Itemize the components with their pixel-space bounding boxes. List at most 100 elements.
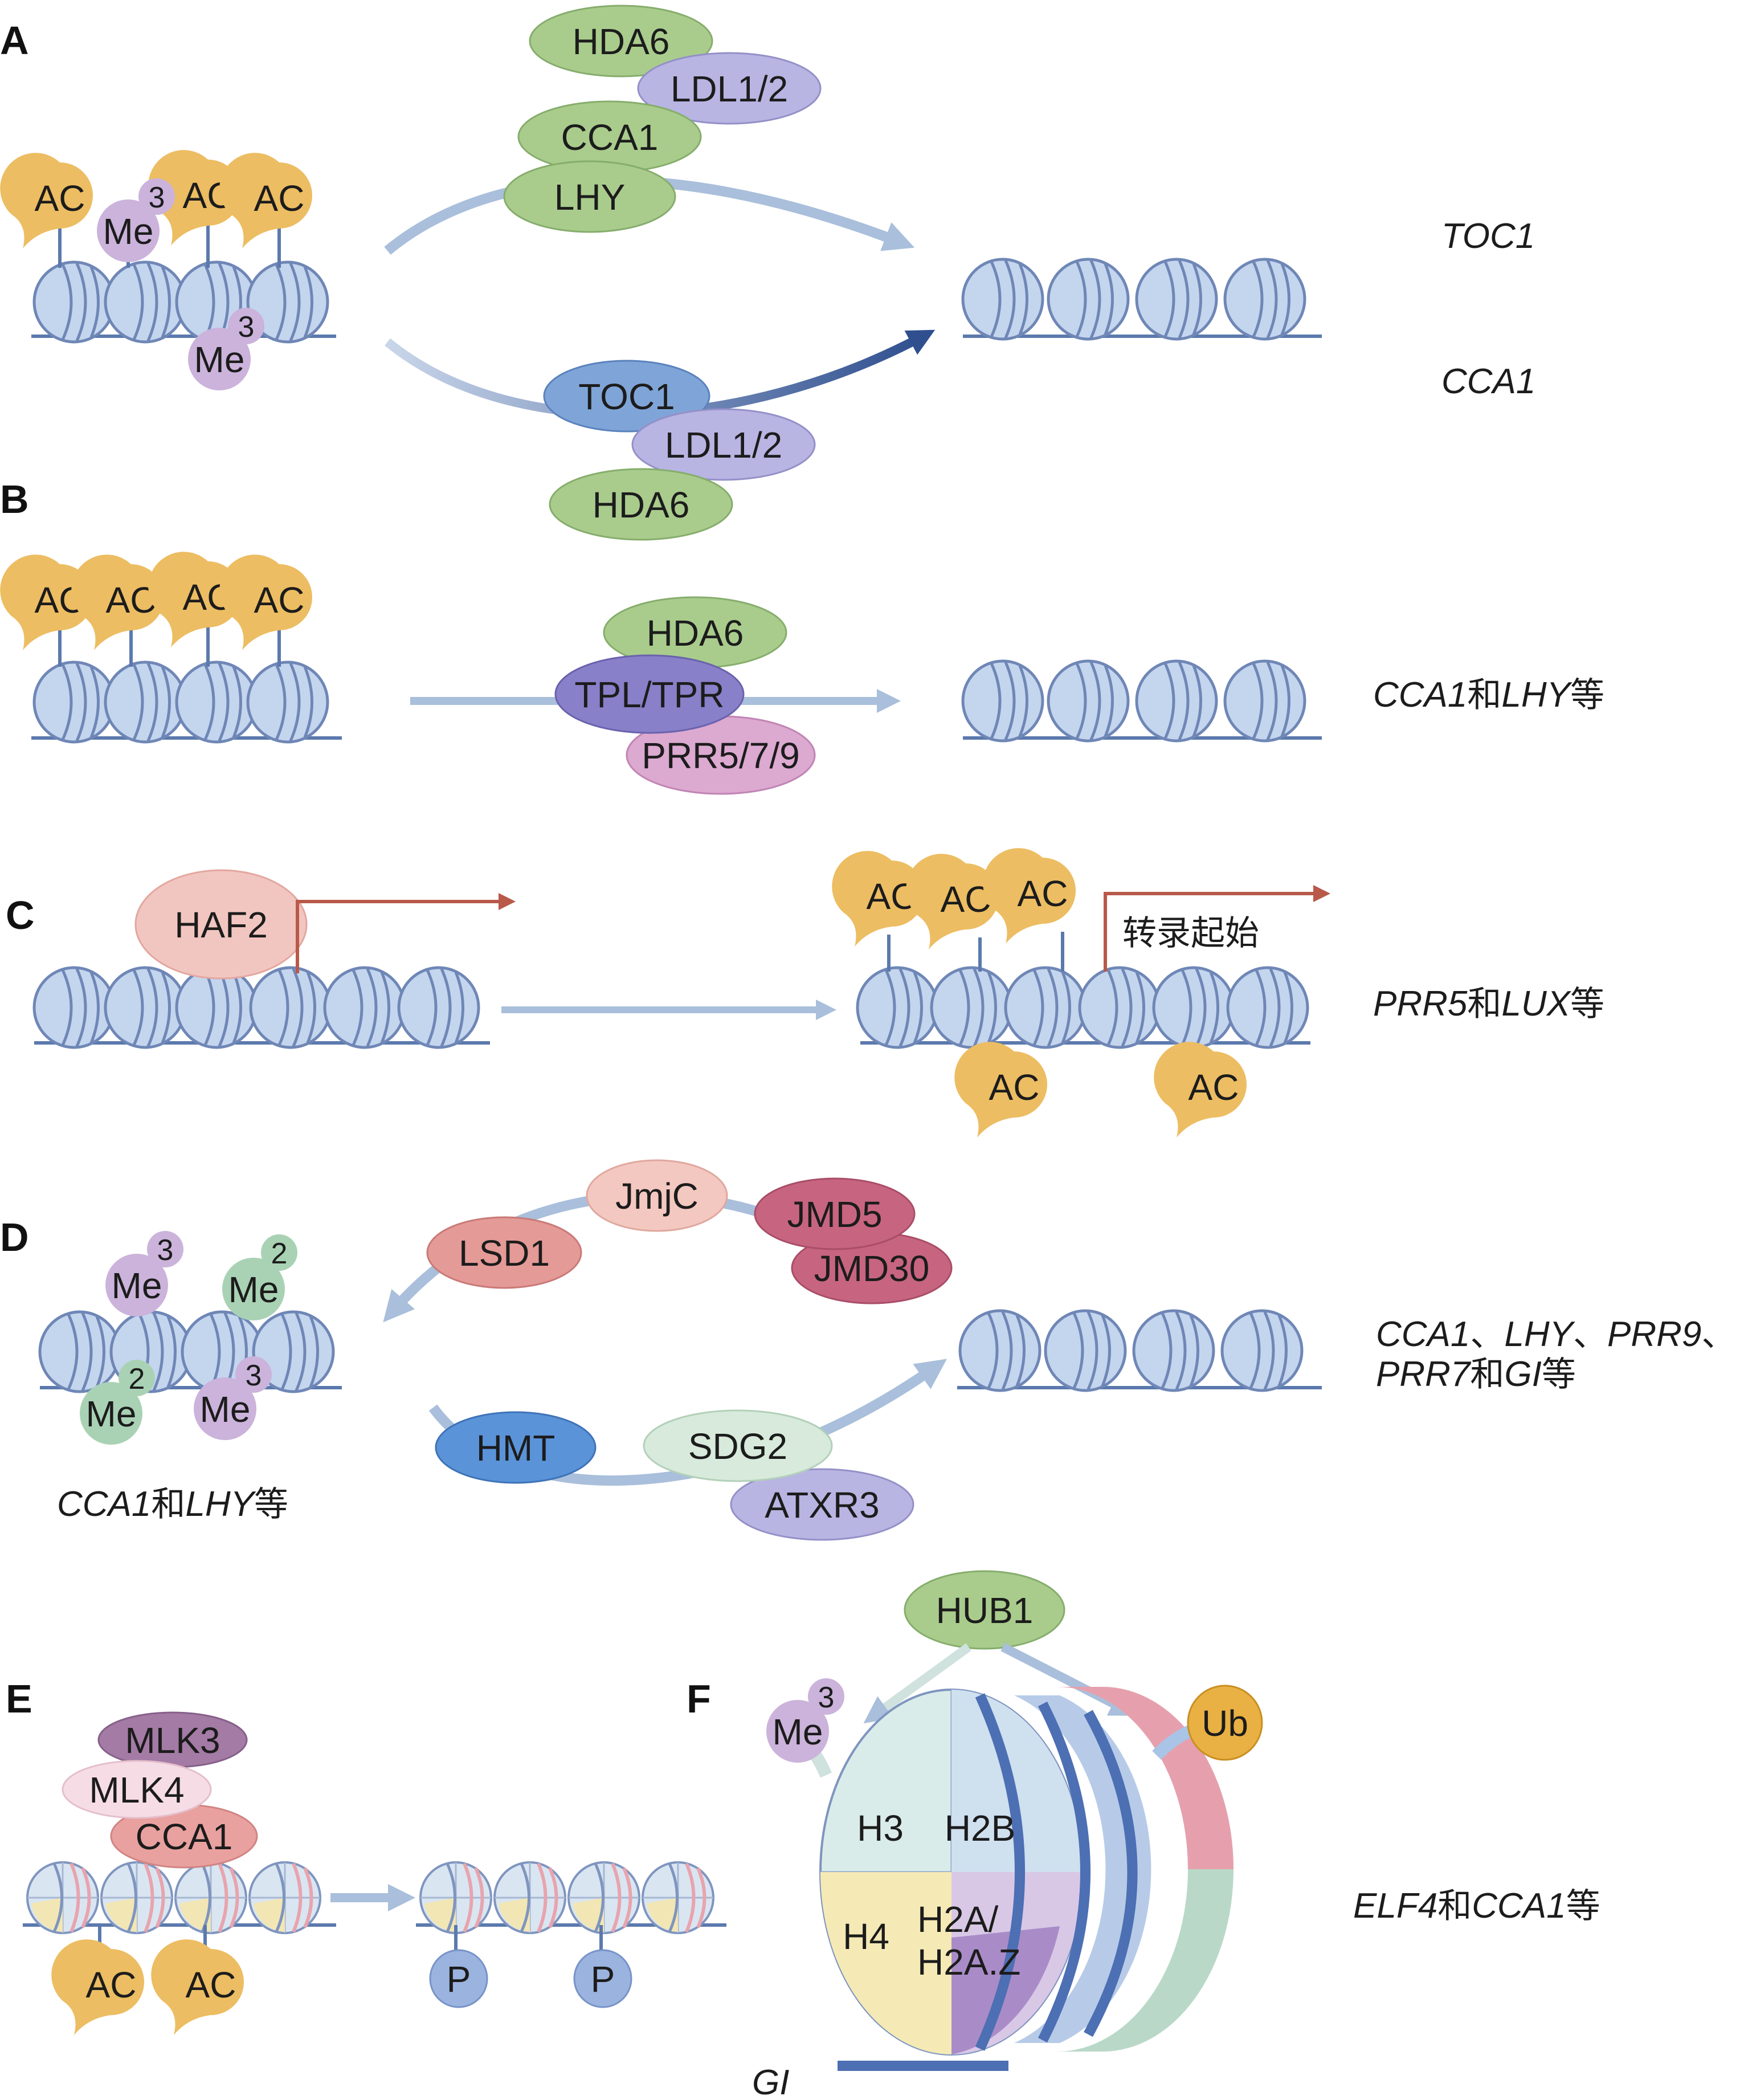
svg-text:MLK3: MLK3 xyxy=(125,1720,220,1761)
nucleosome-array-b-left xyxy=(31,624,342,744)
nucleosome-array-e-right xyxy=(416,1861,726,1952)
svg-text:TPL/TPR: TPL/TPR xyxy=(574,674,724,715)
histone-h2a: H2A/ xyxy=(917,1899,999,1940)
nucleosome-array-d-right xyxy=(957,1309,1322,1392)
svg-text:AC: AC xyxy=(186,1964,236,2005)
protein-hda6: HDA6 xyxy=(529,5,713,78)
protein-jmd5: JMD5 xyxy=(754,1177,916,1250)
svg-text:AC: AC xyxy=(989,1067,1040,1108)
ac-mark: AC xyxy=(219,153,312,248)
gene-cca1: CCA1 xyxy=(1441,362,1535,401)
panel-label-b: B xyxy=(0,477,29,521)
svg-text:AC: AC xyxy=(254,178,305,219)
ac-mark: AC xyxy=(0,153,93,248)
protein-lhy: LHY xyxy=(503,160,676,233)
svg-text:2: 2 xyxy=(271,1237,288,1270)
gene-list-d-line2: PRR7和GI等 xyxy=(1376,1355,1576,1394)
ac-mark: AC xyxy=(219,554,312,650)
gene-gi: GI xyxy=(752,2063,789,2100)
tss-arrow xyxy=(296,893,516,973)
svg-text:3: 3 xyxy=(149,181,165,214)
protein-hmt: HMT xyxy=(435,1411,597,1484)
ac-mark: AC xyxy=(148,552,241,647)
protein-mlk3: MLK3 xyxy=(97,1711,248,1768)
svg-text:Me: Me xyxy=(228,1269,279,1310)
ac-mark: AC xyxy=(151,1939,244,2035)
svg-text:LSD1: LSD1 xyxy=(459,1233,550,1274)
svg-text:P: P xyxy=(447,1959,471,2000)
svg-text:PRR5/7/9: PRR5/7/9 xyxy=(642,735,799,776)
ubiquitin-mark: Ub xyxy=(1187,1685,1263,1761)
ac-mark: AC xyxy=(1154,1042,1247,1137)
me3-mark: Me3 xyxy=(105,1231,183,1316)
me3-mark: Me3 xyxy=(188,308,264,390)
protein-hub1: HUB1 xyxy=(904,1570,1065,1650)
svg-text:TOC1: TOC1 xyxy=(578,376,675,417)
protein-cca1: CCA1 xyxy=(517,100,702,173)
svg-text:3: 3 xyxy=(246,1359,262,1392)
svg-text:Me: Me xyxy=(86,1393,137,1434)
nucleosome-array-b-right xyxy=(961,659,1322,743)
gene-toc1: TOC1 xyxy=(1441,217,1535,256)
svg-text:AC: AC xyxy=(35,178,85,219)
ac-mark: AC xyxy=(983,848,1076,944)
phospho-mark: P xyxy=(573,1949,632,2008)
me2-mark: Me2 xyxy=(80,1360,155,1445)
protein-tpl-tpr: TPL/TPR xyxy=(554,654,745,734)
svg-text:Ub: Ub xyxy=(1202,1703,1248,1744)
svg-text:SDG2: SDG2 xyxy=(688,1426,787,1467)
ac-mark: AC xyxy=(51,1939,144,2035)
panel-label-a: A xyxy=(0,18,29,63)
svg-text:HDA6: HDA6 xyxy=(573,21,670,62)
me3-mark: Me3 xyxy=(194,1356,272,1440)
svg-text:AC: AC xyxy=(1188,1067,1239,1108)
me3-mark: Me3 xyxy=(766,1678,844,1763)
svg-text:LDL1/2: LDL1/2 xyxy=(671,68,788,109)
protein-jmjc: JmjC xyxy=(586,1159,728,1232)
svg-text:LHY: LHY xyxy=(554,177,626,218)
svg-text:HMT: HMT xyxy=(476,1428,556,1469)
svg-text:Me: Me xyxy=(200,1389,251,1430)
me2-mark: Me2 xyxy=(222,1234,297,1320)
svg-text:AC: AC xyxy=(86,1964,137,2005)
svg-text:3: 3 xyxy=(238,311,255,344)
arrow-hub1-me xyxy=(863,1643,971,1724)
gene-elf4-cca1: ELF4和CCA1等 xyxy=(1353,1886,1600,1926)
svg-text:AC: AC xyxy=(106,580,157,621)
svg-text:JMD5: JMD5 xyxy=(787,1194,882,1235)
me3-mark: Me3 xyxy=(97,178,175,262)
svg-text:AC: AC xyxy=(1018,873,1068,914)
histone-h4: H4 xyxy=(843,1916,889,1957)
panel-label-d: D xyxy=(0,1215,29,1259)
protein-prr5-7-9: PRR5/7/9 xyxy=(626,715,816,795)
gene-cca1-lhy: CCA1和LHY等 xyxy=(1373,675,1604,715)
protein-lsd1: LSD1 xyxy=(426,1216,582,1289)
protein-jmd30: JMD30 xyxy=(791,1232,953,1304)
protein-atxr3: ATXR3 xyxy=(730,1468,914,1541)
svg-text:3: 3 xyxy=(157,1234,174,1267)
svg-text:Me: Me xyxy=(773,1711,823,1752)
svg-text:Me: Me xyxy=(112,1265,162,1306)
histone-octamer xyxy=(799,1687,1234,2071)
ac-mark: AC xyxy=(71,554,164,650)
gene-list-d-line1: CCA1、LHY、PRR9、 xyxy=(1376,1315,1735,1354)
protein-sdg2: SDG2 xyxy=(643,1409,833,1482)
svg-text:AC: AC xyxy=(254,580,305,621)
protein-haf2: HAF2 xyxy=(134,869,308,980)
svg-text:2: 2 xyxy=(129,1363,145,1396)
ac-mark: AC xyxy=(906,854,999,949)
svg-text:CCA1: CCA1 xyxy=(561,117,659,158)
svg-text:MLK4: MLK4 xyxy=(89,1769,184,1811)
svg-text:HDA6: HDA6 xyxy=(647,613,744,654)
nucleosome-array-a-left xyxy=(31,222,336,348)
svg-text:P: P xyxy=(591,1959,615,2000)
svg-text:HAF2: HAF2 xyxy=(174,904,268,945)
protein-toc1: TOC1 xyxy=(543,360,710,433)
svg-text:AC: AC xyxy=(941,879,991,920)
svg-text:Me: Me xyxy=(194,339,245,380)
svg-text:CCA1: CCA1 xyxy=(136,1816,233,1857)
svg-text:HUB1: HUB1 xyxy=(936,1590,1034,1631)
svg-text:LDL1/2: LDL1/2 xyxy=(665,425,782,466)
nucleosome-array-e-left xyxy=(23,1861,336,1949)
